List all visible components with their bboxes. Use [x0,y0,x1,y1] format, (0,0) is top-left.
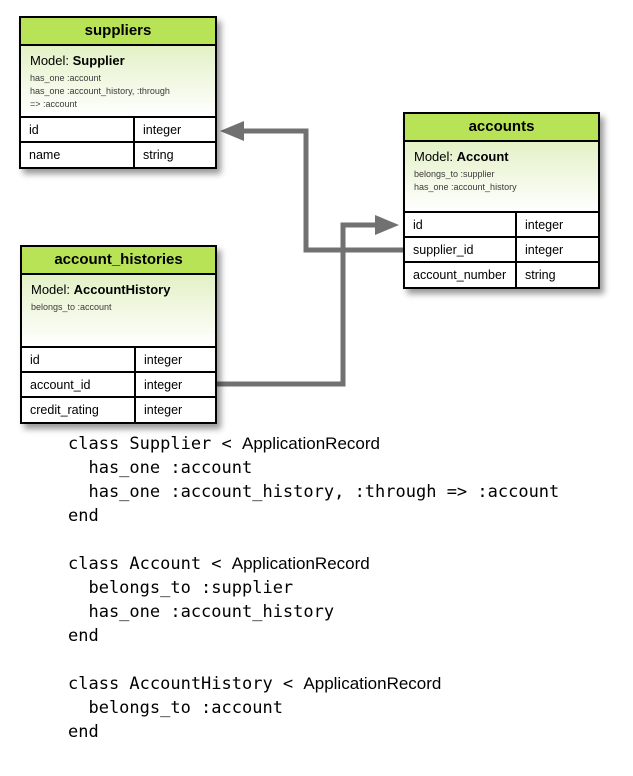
field-type-cell: integer [525,242,564,257]
table-suppliers-fields: id integer name string [21,118,215,167]
table-account-histories-title: account_histories [22,247,215,275]
code-block-supplier: class Supplier < ApplicationRecord has_o… [68,432,559,528]
field-type-cell: string [143,148,174,162]
table-suppliers-title: suppliers [21,18,215,46]
table-accounts: accounts Model: Account belongs_to :supp… [403,112,600,289]
model-name: Account [456,149,509,164]
field-name-cell: supplier_id [405,238,517,261]
field-type-cell: integer [144,377,183,392]
field-name-cell: name [21,143,135,167]
field-name-cell: id [22,348,136,371]
field-row: name string [21,143,215,167]
code-line: class Account < ApplicationRecord [68,552,559,576]
association-line: has_one :account [30,73,102,83]
field-row: supplier_id integer [405,238,598,263]
association-line: belongs_to :account [31,302,112,312]
code-class-declaration: class Supplier < [68,434,242,454]
code-line: has_one :account_history, :through => :a… [68,482,560,502]
model-line: Model: Account [414,149,589,164]
field-row: credit_rating integer [22,398,215,422]
arrowhead-right-icon [375,215,399,235]
field-type-cell: integer [144,352,183,367]
code-block-account-history: class AccountHistory < ApplicationRecord… [68,672,559,744]
code-block-account: class Account < ApplicationRecord belong… [68,552,559,648]
field-name-cell: id [21,118,135,141]
association-line: => :account [30,99,78,109]
association-line: has_one :account_history [414,182,517,192]
field-type-cell: integer [525,217,564,232]
code-class-declaration: class Account < [68,554,232,574]
code-superclass: ApplicationRecord [303,674,442,693]
field-row: id integer [22,348,215,373]
code-line: end [68,722,99,742]
code-line: class Supplier < ApplicationRecord [68,432,559,456]
field-row: id integer [21,118,215,143]
association-line: has_one :account_history, :through [30,86,170,96]
model-label: Model: [30,53,73,68]
code-section: class Supplier < ApplicationRecord has_o… [68,432,559,768]
field-type-cell: integer [143,122,182,137]
field-type-cell: integer [144,403,183,417]
code-line: class AccountHistory < ApplicationRecord [68,672,559,696]
field-name-cell: account_number [405,263,517,287]
table-account-histories: account_histories Model: AccountHistory … [20,245,217,424]
table-accounts-fields: id integer supplier_id integer account_n… [405,213,598,287]
model-label: Model: [31,282,74,297]
table-accounts-title: accounts [405,114,598,142]
table-suppliers-model-box: Model: Supplier has_one :account has_one… [21,46,215,118]
model-line: Model: Supplier [30,53,206,68]
table-account-histories-fields: id integer account_id integer credit_rat… [22,348,215,422]
code-line: belongs_to :supplier [68,578,294,598]
code-superclass: ApplicationRecord [242,434,380,453]
field-row: account_number string [405,263,598,287]
field-row: id integer [405,213,598,238]
table-accounts-model-box: Model: Account belongs_to :supplier has_… [405,142,598,213]
code-class-declaration: class AccountHistory < [68,674,304,694]
code-line: has_one :account_history [68,602,335,622]
model-name: AccountHistory [73,282,171,297]
field-type-cell: string [525,268,556,282]
model-label: Model: [414,149,457,164]
code-line: has_one :account [68,458,253,478]
table-suppliers: suppliers Model: Supplier has_one :accou… [19,16,217,169]
code-line: belongs_to :account [68,698,283,718]
code-line: end [68,506,99,526]
field-name-cell: account_id [22,373,136,396]
table-account-histories-model-box: Model: AccountHistory belongs_to :accoun… [22,275,215,348]
model-line: Model: AccountHistory [31,282,206,297]
association-line: belongs_to :supplier [414,169,495,179]
arrow-account-histories-account-id-to-accounts-id [217,215,399,387]
arrowhead-left-icon [220,121,244,141]
model-name: Supplier [72,53,125,68]
field-name-cell: id [405,213,517,236]
field-row: account_id integer [22,373,215,398]
arrow-accounts-supplier-id-to-suppliers-id [220,121,403,253]
field-name-cell: credit_rating [22,398,136,422]
code-superclass: ApplicationRecord [231,554,370,573]
code-line: end [68,626,99,646]
